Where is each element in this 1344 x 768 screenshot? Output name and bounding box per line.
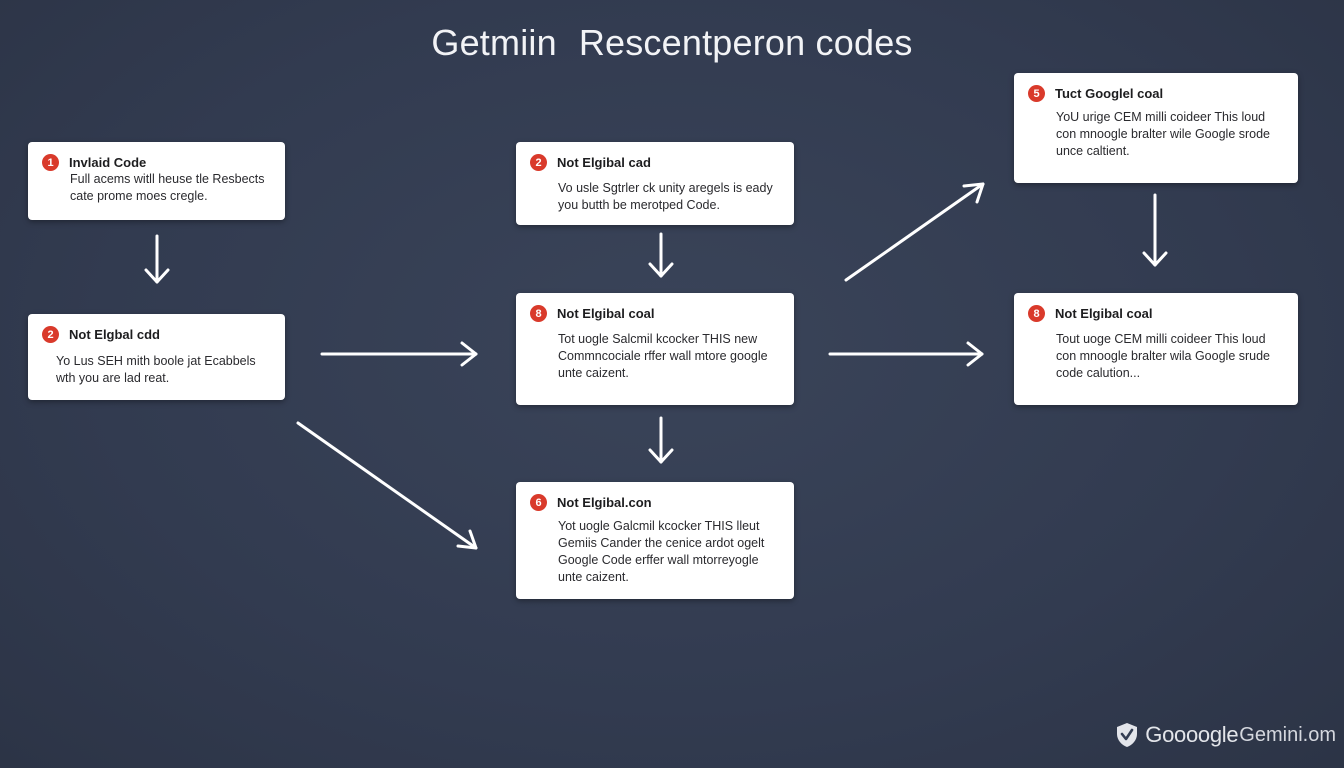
step-badge: 2	[42, 326, 59, 343]
card-title: Tuct Googlel coal	[1055, 86, 1164, 101]
card-line: unte caizent.	[558, 366, 629, 380]
arrow-card4-to-card7	[828, 341, 984, 367]
card-not-eligible-right: 8 Not Elgibal coal Tout uoge CEM milli c…	[1014, 293, 1298, 405]
card-line: Gemiis Cander the cenice ardot ogelt	[558, 536, 765, 550]
card-line: Google Code erffer wall mtorreyogle	[558, 553, 759, 567]
card-not-eligible-top: 2 Not Elgibal cad Vo usle Sgtrler ck uni…	[516, 142, 794, 225]
card-line: Vo usle Sgtrler ck unity aregels is eady	[558, 181, 773, 195]
arrow-card2-to-card4	[320, 341, 478, 367]
watermark-product: Gemini.om	[1239, 723, 1336, 746]
title-part-2: Rescentperon codes	[578, 22, 913, 63]
card-line: Full acems witll heuse tle Resbects	[70, 172, 265, 186]
watermark-brand: Goooogle	[1145, 722, 1239, 747]
card-description: Full acems witll heuse tle Resbects cate…	[42, 171, 271, 205]
title-part-1: Getmiin	[431, 22, 557, 63]
arrow-card4-to-card6	[844, 182, 985, 282]
arrow-card1-to-card2	[144, 234, 170, 284]
card-line: Tout uoge CEM milli coideer This loud	[1056, 332, 1266, 346]
card-line: cate prome moes cregle.	[70, 189, 208, 203]
card-description: YoU urige CEM milli coideer This loud co…	[1028, 109, 1284, 160]
card-title: Not Elgibal cad	[557, 155, 651, 170]
card-title: Invlaid Code	[69, 155, 147, 170]
card-line: Commncociale rffer wall mtore google	[558, 349, 768, 363]
card-description: Tout uoge CEM milli coideer This loud co…	[1028, 331, 1284, 382]
card-description: Tot uogle Salcmil kcocker THIS new Commn…	[530, 331, 780, 382]
arrow-card6-to-card7	[1142, 193, 1168, 267]
card-invalid-code: 1 Invlaid Code Full acems witll heuse tl…	[28, 142, 285, 220]
card-title: Not Elgbal cdd	[69, 327, 160, 342]
step-badge: 6	[530, 494, 547, 511]
arrow-card4-to-card5	[648, 416, 674, 464]
card-line: con mnoogle bralter wile Google srode	[1056, 127, 1271, 141]
step-badge: 8	[1028, 305, 1045, 322]
card-description: Vo usle Sgtrler ck unity aregels is eady…	[530, 180, 780, 214]
watermark: Goooogle Gemini.om	[1115, 722, 1336, 748]
card-line: code calution...	[1056, 366, 1141, 380]
card-google-coal: 5 Tuct Googlel coal YoU urige CEM milli …	[1014, 73, 1298, 183]
card-line: Yo Lus SEH mith boole jat Ecabbels	[56, 354, 256, 368]
card-not-eligible-center: 8 Not Elgibal coal Tot uogle Salcmil kco…	[516, 293, 794, 405]
diagram-title: Getmiin Rescentperon codes	[0, 22, 1344, 64]
card-line: you butth be merotped Code.	[558, 198, 720, 212]
card-title: Not Elgibal coal	[557, 306, 655, 321]
card-line: Tot uogle Salcmil kcocker THIS new	[558, 332, 758, 346]
card-title: Not Elgibal coal	[1055, 306, 1153, 321]
card-line: con mnoogle bralter wila Google srude	[1056, 349, 1271, 363]
card-line: wth you are lad reat.	[56, 371, 170, 385]
arrow-card3-to-card4	[648, 232, 674, 278]
card-description: Yo Lus SEH mith boole jat Ecabbels wth y…	[42, 353, 271, 387]
step-badge: 5	[1028, 85, 1045, 102]
card-line: Yot uogle Galcmil kcocker THIS lleut	[558, 519, 760, 533]
card-line: unte caizent.	[558, 570, 629, 584]
step-badge: 8	[530, 305, 547, 322]
card-description: Yot uogle Galcmil kcocker THIS lleut Gem…	[530, 518, 780, 586]
card-not-eligible-bottom: 6 Not Elgibal.con Yot uogle Galcmil kcoc…	[516, 482, 794, 599]
card-line: YoU urige CEM milli coideer This loud	[1056, 110, 1266, 124]
shield-icon	[1117, 723, 1138, 747]
card-line: unce caltient.	[1056, 144, 1130, 158]
card-not-eligible-left: 2 Not Elgbal cdd Yo Lus SEH mith boole j…	[28, 314, 285, 400]
card-title: Not Elgibal.con	[557, 495, 652, 510]
step-badge: 1	[42, 154, 59, 171]
step-badge: 2	[530, 154, 547, 171]
arrow-card2-to-card5	[296, 421, 478, 550]
